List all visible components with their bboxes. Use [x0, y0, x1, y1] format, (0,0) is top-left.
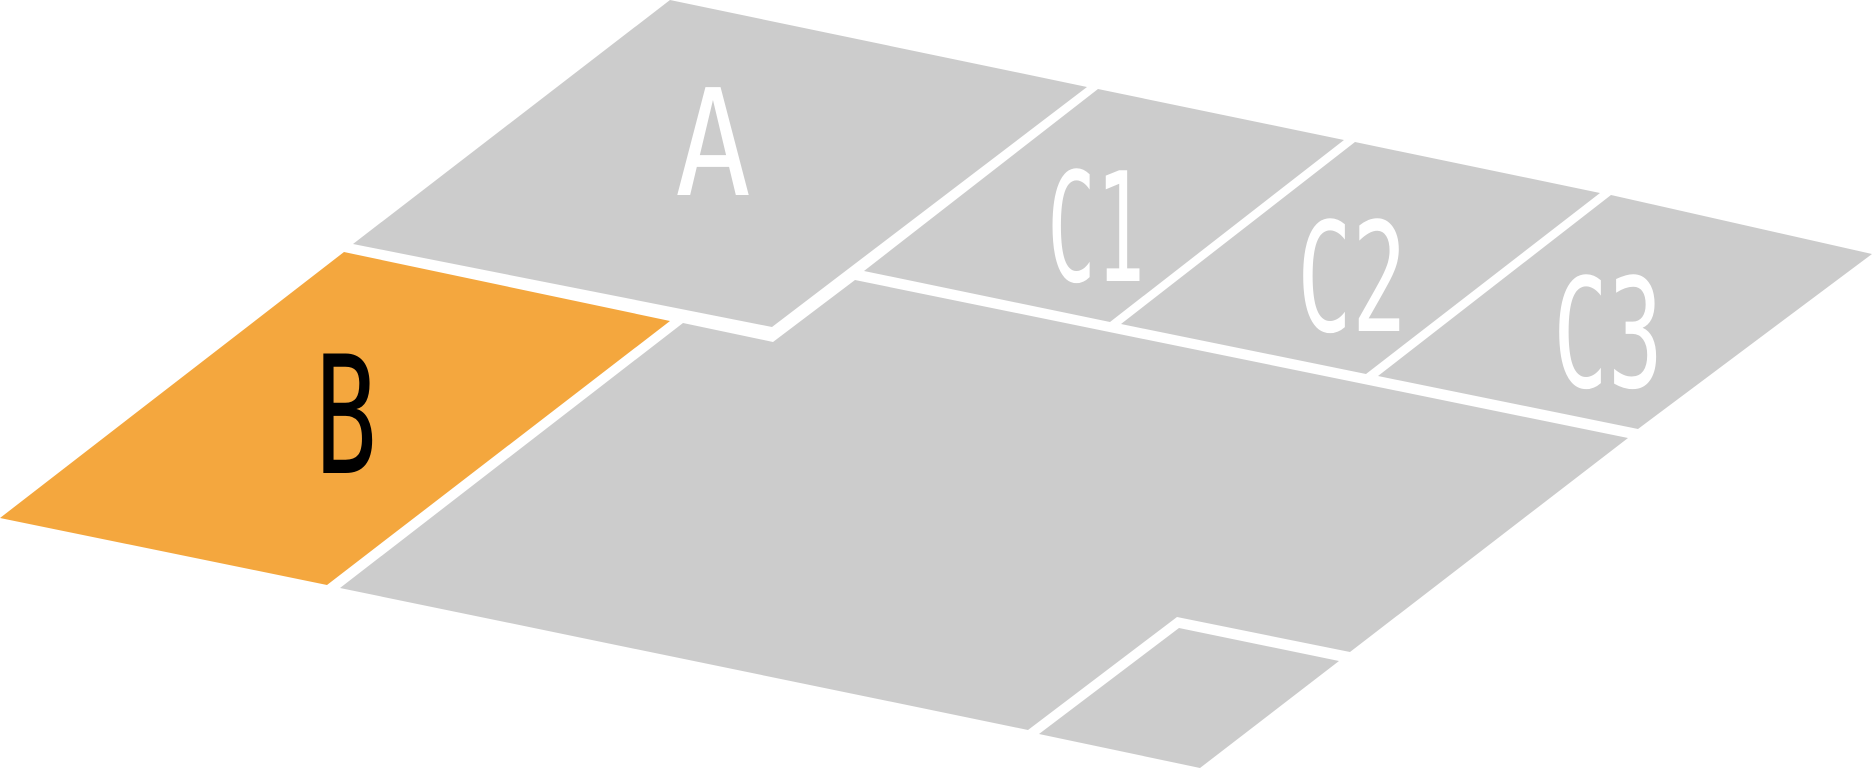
zone-c3[interactable] [1378, 195, 1872, 429]
zone-b[interactable] [0, 252, 670, 585]
zone-small[interactable] [1039, 628, 1339, 768]
zone-c2-label: C2 [1297, 190, 1407, 367]
zone-c1-label: C1 [1047, 140, 1145, 317]
zone-a[interactable] [353, 0, 1087, 327]
zone-a-label: A [675, 58, 751, 230]
zone-main[interactable] [340, 280, 1628, 730]
zone-c1[interactable] [864, 89, 1344, 322]
zone-c3-label: C3 [1553, 246, 1663, 423]
zone-b-label: B [315, 321, 377, 512]
zone-c2[interactable] [1121, 142, 1600, 374]
